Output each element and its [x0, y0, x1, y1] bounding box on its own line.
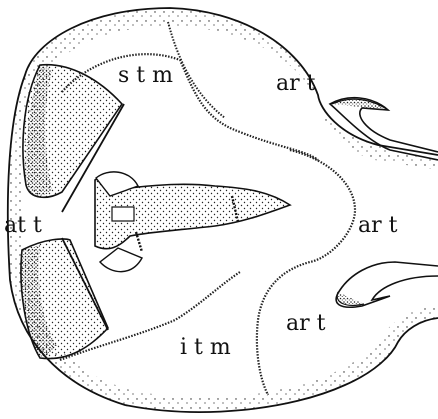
label-stm: s t m: [118, 63, 173, 88]
label-art-lower: ar t: [286, 311, 326, 336]
label-itm: i t m: [180, 335, 231, 360]
label-att: at t: [4, 213, 42, 238]
label-art-upper: ar t: [276, 71, 316, 96]
center-pit: [112, 207, 134, 221]
label-art-middle: ar t: [358, 213, 398, 238]
